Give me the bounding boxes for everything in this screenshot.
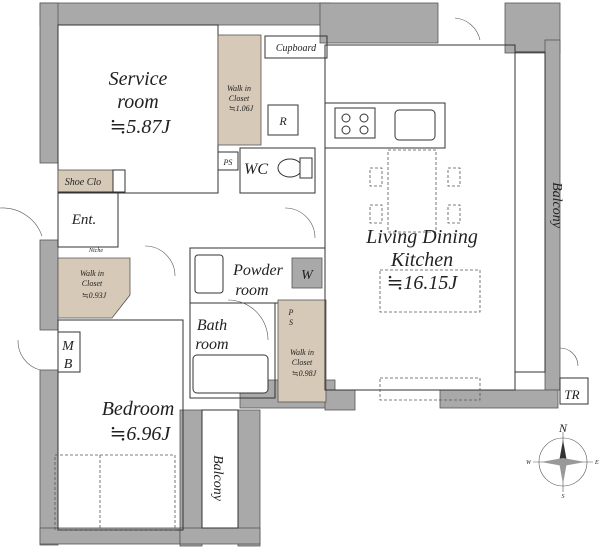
wic-mid-line1: Walk in: [290, 348, 314, 357]
compass-south-arrow: [559, 462, 567, 484]
ldk-size: ≒16.15J: [387, 272, 459, 294]
powder-room-name-line1: Powder: [232, 262, 284, 279]
compass-west-arrow: [541, 458, 563, 466]
mb-label-2: B: [64, 357, 73, 372]
interior-lines: [54, 24, 589, 531]
ldk-name-line2: Kitchen: [390, 249, 453, 271]
room-labels: Service room ≒5.87J Living Dining Kitche…: [102, 68, 478, 445]
compass: N S E W: [526, 421, 599, 500]
compass-e: E: [594, 460, 599, 466]
ps-mid-label-1: P: [288, 308, 294, 317]
shoe-closet-label: Shoe Clo: [65, 177, 101, 188]
wic-top-line1: Walk in: [227, 84, 251, 93]
wic-mid-size: ≒0.98J: [292, 369, 317, 378]
mb-label-1: M: [61, 339, 75, 354]
bedroom-size: ≒6.96J: [110, 423, 172, 445]
compass-s: S: [562, 494, 565, 500]
bath-room-name-line1: Bath: [197, 317, 227, 334]
wc-label: WC: [244, 161, 268, 178]
w-label: W: [301, 268, 314, 283]
r-label: R: [278, 114, 287, 128]
balcony-bottom-label: Balcony: [210, 455, 225, 502]
wic-left-line1: Walk in: [80, 269, 104, 278]
wic-left-size: ≒0.93J: [82, 291, 107, 300]
ps-mid-label-2: S: [289, 318, 293, 327]
ldk-name-line1: Living Dining: [365, 226, 478, 248]
compass-w: W: [526, 460, 532, 466]
tr-label: TR: [564, 387, 579, 402]
bath-room-name-line2: room: [195, 336, 228, 353]
compass-n: N: [558, 421, 568, 435]
wic-top-line2: Closet: [229, 94, 250, 103]
service-room-size: ≒5.87J: [110, 116, 172, 138]
small-labels: Cupboard Walk in Closet ≒1.06J Walk in C…: [61, 43, 579, 502]
service-room-name-line2: room: [117, 91, 158, 113]
compass-east-arrow: [563, 458, 585, 466]
bedroom-name: Bedroom: [102, 398, 175, 420]
wic-mid-line2: Closet: [292, 358, 313, 367]
wic-left-line2: Closet: [82, 279, 103, 288]
wic-top-size: ≒1.06J: [229, 104, 254, 113]
balcony-right-label: Balcony: [549, 182, 564, 229]
service-room-name-line1: Service: [109, 68, 168, 90]
powder-room-name-line2: room: [235, 282, 268, 299]
entrance-label: Ent.: [71, 212, 97, 228]
ps-top-label: PS: [223, 158, 233, 167]
niche-label: Niche: [88, 248, 103, 254]
doors: [0, 17, 579, 371]
cupboard-label: Cupboard: [276, 43, 317, 54]
compass-north-arrow: [559, 440, 567, 462]
